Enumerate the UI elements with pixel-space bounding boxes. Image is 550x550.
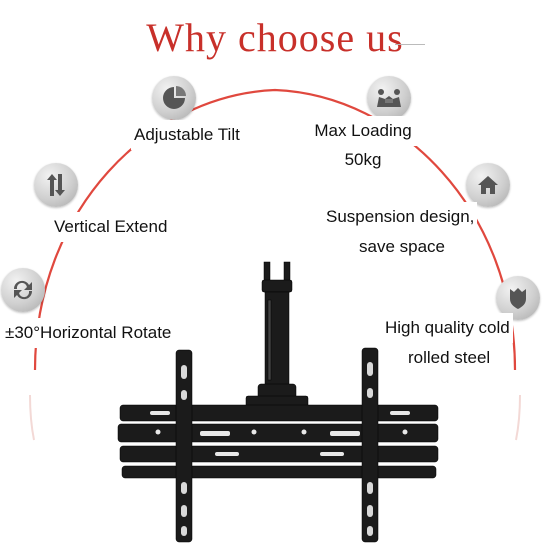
rotate-arrows-icon xyxy=(1,268,45,312)
rail-slots xyxy=(150,411,410,456)
feature-label-loading-line2: 50kg xyxy=(325,145,401,175)
up-down-arrows-icon xyxy=(34,163,78,207)
pie-chart-icon xyxy=(152,76,196,120)
title-rule xyxy=(395,44,425,45)
decorative-arc-faint-right xyxy=(515,394,521,441)
feature-label-rotate: ±30°Horizontal Rotate xyxy=(2,318,175,348)
house-icon xyxy=(466,163,510,207)
feature-label-loading-line1: Max Loading xyxy=(300,116,426,146)
feature-label-suspension-line2: save space xyxy=(356,232,448,262)
feature-label-tilt: Adjustable Tilt xyxy=(131,120,243,150)
feature-label-suspension-line1: Suspension design, xyxy=(323,202,478,232)
page-title: Why choose us xyxy=(146,15,404,60)
shield-icon xyxy=(496,276,540,320)
tv-ceiling-mount xyxy=(117,261,439,543)
feature-label-steel-line1: High quality cold xyxy=(382,313,513,343)
feature-label-extend: Vertical Extend xyxy=(51,212,171,242)
handshake-icon xyxy=(367,76,411,120)
feature-label-steel-line2: rolled steel xyxy=(405,343,494,373)
bracket-holes xyxy=(181,362,373,536)
decorative-arc-faint xyxy=(29,394,35,441)
